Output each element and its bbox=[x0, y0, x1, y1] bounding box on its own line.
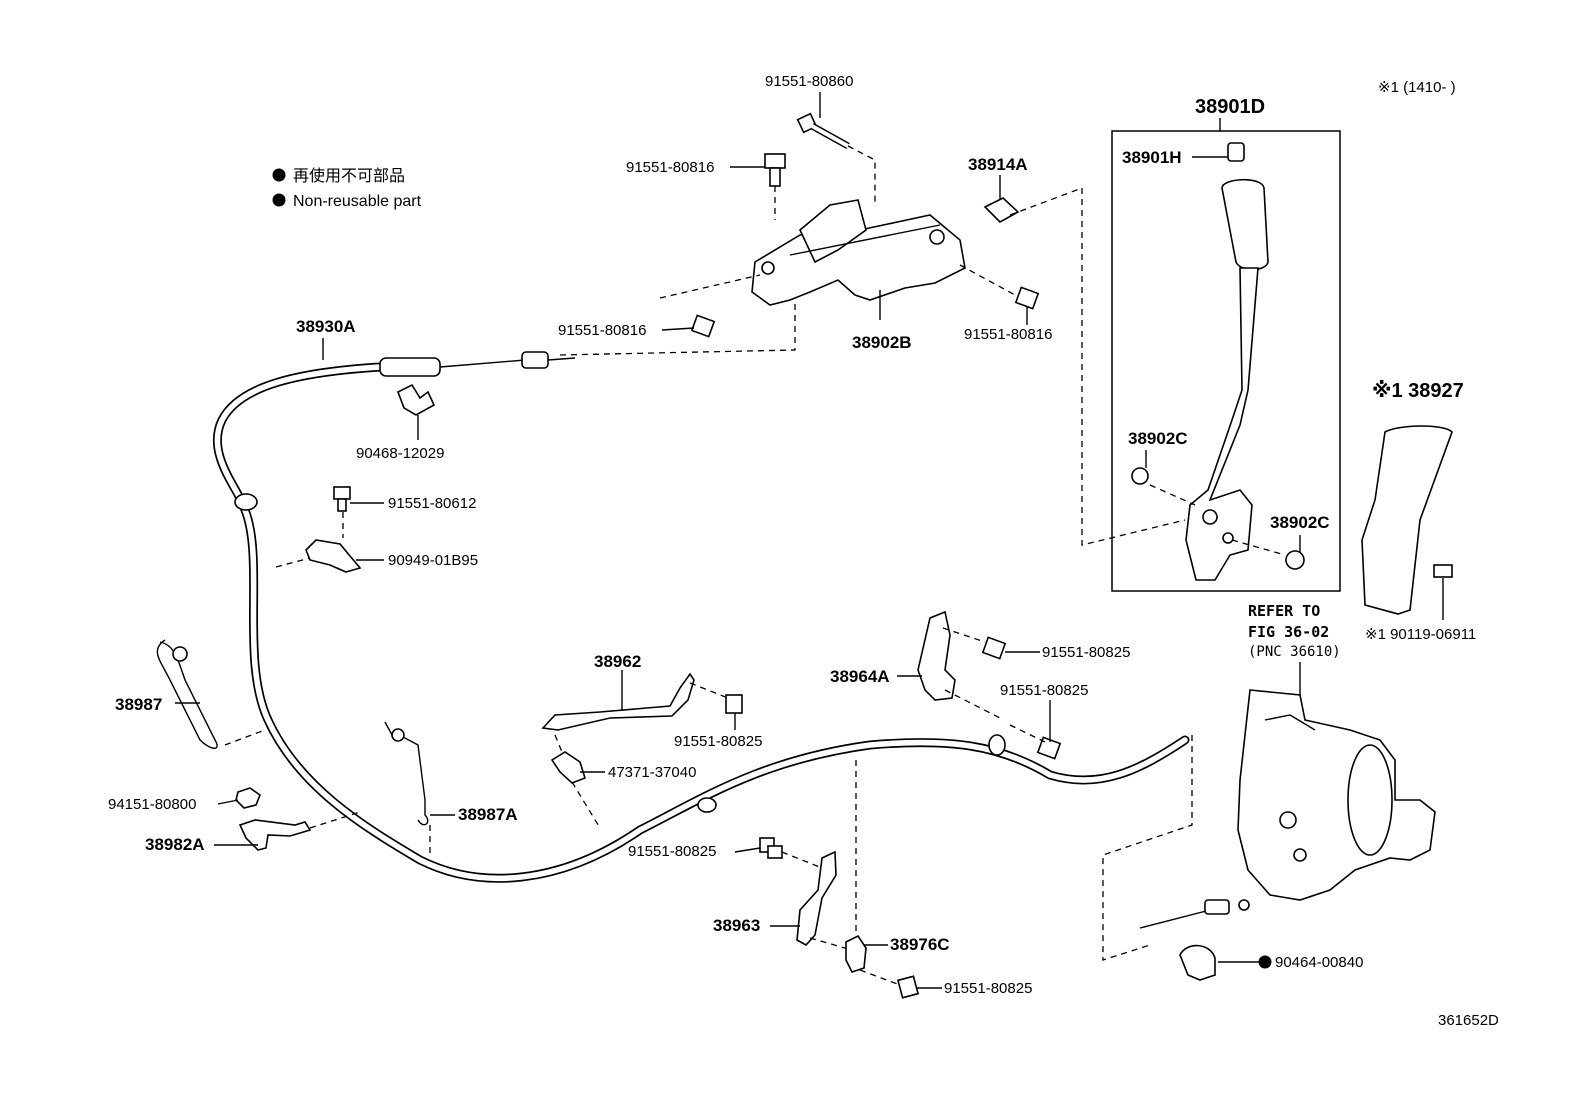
label-91551-80825-e: 91551-80825 bbox=[1000, 682, 1088, 699]
label-38927: ※1 38927 bbox=[1372, 380, 1464, 402]
bracket-38902B bbox=[751, 199, 966, 306]
label-38962: 38962 bbox=[594, 652, 641, 671]
lever-assembly-box bbox=[1111, 130, 1341, 592]
label-91551-80816-top: 91551-80816 bbox=[626, 159, 714, 176]
label-38987A: 38987A bbox=[458, 805, 518, 824]
bolt-91551-80860 bbox=[796, 112, 850, 150]
label-38963: 38963 bbox=[713, 916, 760, 935]
clamp-90949-01B95 bbox=[305, 539, 362, 573]
legend-japanese: 再使用不可部品 bbox=[293, 167, 405, 185]
spring-38987 bbox=[156, 639, 218, 749]
bracket-38963 bbox=[796, 850, 837, 947]
label-38982A: 38982A bbox=[145, 835, 205, 854]
legend-english: Non-reusable part bbox=[293, 193, 422, 210]
bolt-91551-80816-left bbox=[690, 314, 716, 338]
bolt-91551-80825-38963 bbox=[759, 837, 783, 859]
cap-38901H bbox=[1227, 142, 1245, 162]
part-labels: 91551-80860 91551-80816 38914A 91551-808… bbox=[108, 73, 1476, 997]
bolt-91551-80825-38964A bbox=[981, 636, 1007, 660]
refer-note: REFER TO FIG 36-02 (PNC 36610) bbox=[1248, 602, 1341, 660]
refer-line-2: FIG 36-02 bbox=[1248, 623, 1329, 641]
refer-line-1: REFER TO bbox=[1248, 602, 1320, 620]
label-91551-80860: 91551-80860 bbox=[765, 73, 853, 90]
nut-94151-80800 bbox=[235, 787, 261, 809]
bracket-38964A bbox=[917, 610, 956, 701]
transfer-assembly bbox=[1237, 689, 1436, 901]
bolt-91551-80825-38976C bbox=[896, 975, 920, 999]
clip-90464-00840 bbox=[1179, 944, 1216, 981]
bracket-38982A bbox=[238, 819, 312, 851]
bolt-91551-80825-cable bbox=[1036, 736, 1062, 760]
bolt-91551-80816-right bbox=[1014, 286, 1040, 310]
label-91551-80825-a: 91551-80825 bbox=[674, 733, 762, 750]
label-94151-80800: 94151-80800 bbox=[108, 796, 196, 813]
non-reusable-dot-icon bbox=[272, 193, 286, 207]
collar-38914A bbox=[983, 197, 1020, 223]
label-38902C-upper: 38902C bbox=[1128, 429, 1188, 448]
bushing-38902C-lower bbox=[1285, 550, 1305, 570]
bolt-91551-80816-top bbox=[764, 153, 786, 187]
cover-38927 bbox=[1361, 425, 1453, 615]
legend: 再使用不可部品 Non-reusable part bbox=[272, 167, 422, 210]
bushing-38902C-upper bbox=[1131, 467, 1149, 485]
label-38901H: 38901H bbox=[1122, 148, 1182, 167]
bolt-91551-80612 bbox=[333, 486, 351, 512]
clip-47371-37040 bbox=[550, 751, 586, 784]
label-38964A: 38964A bbox=[830, 667, 890, 686]
spring-38987A bbox=[384, 721, 429, 826]
label-38914A: 38914A bbox=[968, 155, 1028, 174]
label-91551-80816-left: 91551-80816 bbox=[558, 322, 646, 339]
label-91551-80825-b: 91551-80825 bbox=[628, 843, 716, 860]
bolt-91551-80825-38962 bbox=[725, 694, 743, 714]
non-reusable-dot-icon bbox=[272, 168, 286, 182]
label-91551-80825-d: 91551-80825 bbox=[1042, 644, 1130, 661]
lever-38901D bbox=[1131, 142, 1305, 581]
label-47371-37040: 47371-37040 bbox=[608, 764, 696, 781]
label-91551-80816-right: 91551-80816 bbox=[964, 326, 1052, 343]
refer-line-3: (PNC 36610) bbox=[1248, 644, 1341, 660]
cable-38930A bbox=[212, 351, 1190, 883]
label-90464-00840: 90464-00840 bbox=[1275, 954, 1363, 971]
diagram-id: 361652D bbox=[1438, 1012, 1499, 1029]
label-38930A: 38930A bbox=[296, 317, 356, 336]
label-38902B: 38902B bbox=[852, 333, 912, 352]
label-38902C-lower: 38902C bbox=[1270, 513, 1330, 532]
label-91551-80825-c: 91551-80825 bbox=[944, 980, 1032, 997]
bracket-38962 bbox=[541, 672, 695, 731]
label-38901D: 38901D bbox=[1195, 96, 1265, 118]
leader-lines bbox=[175, 92, 1301, 989]
label-90119-06911: ※1 90119-06911 bbox=[1365, 626, 1476, 643]
label-91551-80612: 91551-80612 bbox=[388, 495, 476, 512]
label-90949-01B95: 90949-01B95 bbox=[388, 552, 478, 569]
screw-90119-06911 bbox=[1433, 564, 1453, 578]
label-90468-12029: 90468-12029 bbox=[356, 445, 444, 462]
clamp-38976C bbox=[845, 934, 867, 973]
clip-90468-12029 bbox=[396, 383, 436, 416]
label-38987: 38987 bbox=[115, 695, 162, 714]
note-top-right: ※1 (1410- ) bbox=[1378, 79, 1456, 96]
label-38976C: 38976C bbox=[890, 935, 950, 954]
